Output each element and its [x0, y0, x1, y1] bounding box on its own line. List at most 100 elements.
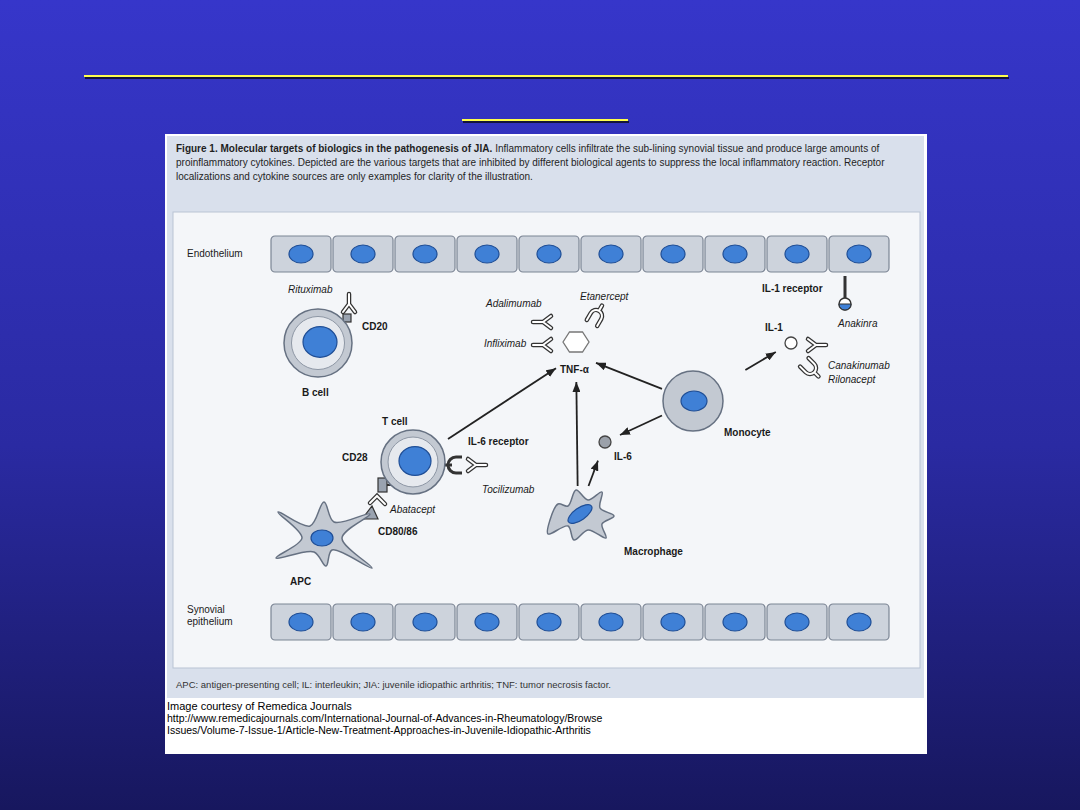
epithelial-cell: [519, 236, 579, 272]
cell-nucleus: [723, 245, 747, 263]
node-label: B cell: [302, 387, 329, 399]
drug-name: Tocilizumab: [482, 484, 534, 496]
cytokine-symbol: [599, 436, 611, 448]
node-label: TNF-α: [560, 364, 589, 376]
drug-name: Anakinra: [838, 318, 877, 330]
title-rule-shadow: [85, 77, 1009, 79]
cell-nucleus: [311, 530, 333, 546]
cell-nucleus: [565, 501, 595, 527]
node-shape: [380, 416, 448, 496]
drug-name: Canakinumab: [828, 360, 890, 372]
cell-nucleus: [303, 327, 337, 358]
node-shape: [185, 600, 892, 644]
cell-nucleus: [785, 245, 809, 263]
cell-nucleus: [399, 447, 431, 476]
cell-nucleus: [681, 391, 707, 411]
epithelial-cell: [519, 604, 579, 640]
cell-nucleus: [537, 613, 561, 631]
fusion-protein-symbol: [587, 303, 607, 326]
cytokine: IL-1: [764, 322, 800, 352]
epithelial-cell: [581, 236, 641, 272]
cytokine: TNF-α: [556, 330, 596, 382]
cell-nucleus: [661, 613, 685, 631]
subtitle-rule-shadow: [463, 121, 629, 123]
macrophage: Macrophage: [544, 486, 700, 562]
arrow-connector: [745, 352, 775, 370]
cell-nucleus: [785, 613, 809, 631]
monocyte: Monocyte: [662, 370, 790, 442]
receptor-symbol: [378, 478, 387, 492]
cell-membrane: [276, 502, 372, 568]
drug-name: Infliximab: [484, 338, 526, 350]
arrow-connector: [448, 368, 556, 439]
cytokine: IL-6: [598, 435, 640, 465]
credit-note: Image courtesy of Remedica Journals: [167, 700, 352, 712]
figure-area: [173, 212, 920, 668]
arrow-connector: [596, 363, 662, 389]
epithelial-cell: [643, 236, 703, 272]
epithelial-cell: [829, 604, 889, 640]
cell-nucleus: [599, 245, 623, 263]
cell-membrane: [663, 371, 723, 431]
node-label: IL-6: [614, 451, 632, 463]
cell-nucleus: [723, 613, 747, 631]
source-url: http://www.remedicajournals.com/Internat…: [167, 713, 606, 736]
antibody-symbol: [533, 339, 551, 351]
drug-name: Rituximab: [288, 284, 332, 296]
epithelial-cell: [271, 236, 331, 272]
node-label: T cell: [382, 416, 408, 428]
drug-name: Rilonacept: [828, 374, 875, 386]
cell-nucleus: [289, 245, 313, 263]
epithelial-cell: [395, 604, 455, 640]
title-rule: [84, 75, 1008, 77]
node-shape: [185, 232, 892, 276]
b-cell: B cell: [282, 307, 356, 405]
cell-nucleus: [661, 245, 685, 263]
antibody-symbol: [343, 294, 355, 312]
abbreviation-note: APC: antigen-presenting cell; IL: interl…: [176, 679, 611, 691]
receptor-symbol: [448, 457, 462, 473]
cell-cytoplasm: [388, 437, 438, 487]
node-label: Synovial epithelium: [187, 604, 251, 628]
antibody-symbol: [468, 459, 486, 471]
drug-name: Abatacept: [390, 504, 435, 516]
arrow-connector: [620, 415, 662, 435]
drug-name: Etanercept: [580, 291, 628, 303]
t-cell: T cell: [380, 416, 448, 496]
epithelial-cell: [457, 236, 517, 272]
epithelial-cell: [829, 236, 889, 272]
fusion-protein-symbol: [370, 496, 385, 504]
arrow-connector: [576, 382, 577, 486]
cell-nucleus: [537, 245, 561, 263]
receptor-name: IL-1 receptor: [762, 283, 823, 295]
cell-nucleus: [289, 613, 313, 631]
figure-caption: Figure 1. Molecular targets of biologics…: [176, 142, 916, 184]
image-panel: [165, 134, 927, 754]
cell-cytoplasm: [291, 316, 344, 369]
cell-nucleus: [475, 613, 499, 631]
receptor-name: CD80/86: [378, 526, 417, 538]
epithelial-cell: [581, 604, 641, 640]
synovial-band: Synovial epithelium: [185, 600, 892, 644]
node-label: APC: [290, 576, 311, 588]
epithelial-cell: [333, 604, 393, 640]
cell-nucleus: [413, 245, 437, 263]
node-label: Monocyte: [724, 427, 771, 439]
cell-nucleus: [351, 613, 375, 631]
receptor-stem: [844, 276, 847, 298]
cell-membrane: [547, 490, 614, 540]
receptor-symbol: [839, 298, 851, 310]
cell-membrane: [381, 430, 445, 494]
drug-name: Adalimumab: [486, 298, 542, 310]
cell-nucleus: [847, 613, 871, 631]
fusion-protein-symbol: [370, 496, 385, 504]
epithelial-cell: [457, 604, 517, 640]
epithelial-cell: [333, 236, 393, 272]
antigen-presenting-cell: APC: [274, 492, 374, 590]
cell-nucleus: [847, 245, 871, 263]
epithelial-cell: [767, 236, 827, 272]
node-shape: [274, 492, 374, 590]
